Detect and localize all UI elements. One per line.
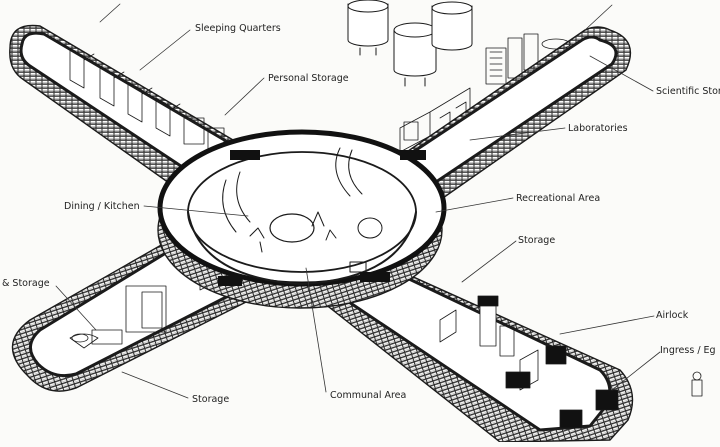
storage-tanks — [347, 0, 473, 87]
label-communal-area: Communal Area — [330, 390, 407, 401]
label-storage-right: Storage — [518, 235, 556, 246]
label-personal-storage: Personal Storage — [268, 73, 349, 84]
arm-northeast — [394, 26, 632, 201]
leader-lines — [55, 3, 661, 399]
label-scientific-storage: Scientific Stor — [656, 86, 720, 97]
label-storage-left: & Storage — [2, 278, 50, 289]
label-dining-kitchen: Dining / Kitchen — [64, 201, 140, 212]
central-dome — [157, 129, 447, 309]
label-ingress-egress: Ingress / Eg — [660, 345, 716, 356]
label-recreational-area: Recreational Area — [516, 193, 601, 204]
arm-southeast — [319, 261, 634, 443]
label-airlock: Airlock — [656, 310, 689, 321]
label-storage-bottom: Storage — [192, 394, 230, 405]
astronaut-figure — [691, 371, 703, 397]
label-sleeping-quarters: Sleeping Quarters — [195, 23, 281, 34]
label-laboratories: Laboratories — [568, 123, 628, 134]
